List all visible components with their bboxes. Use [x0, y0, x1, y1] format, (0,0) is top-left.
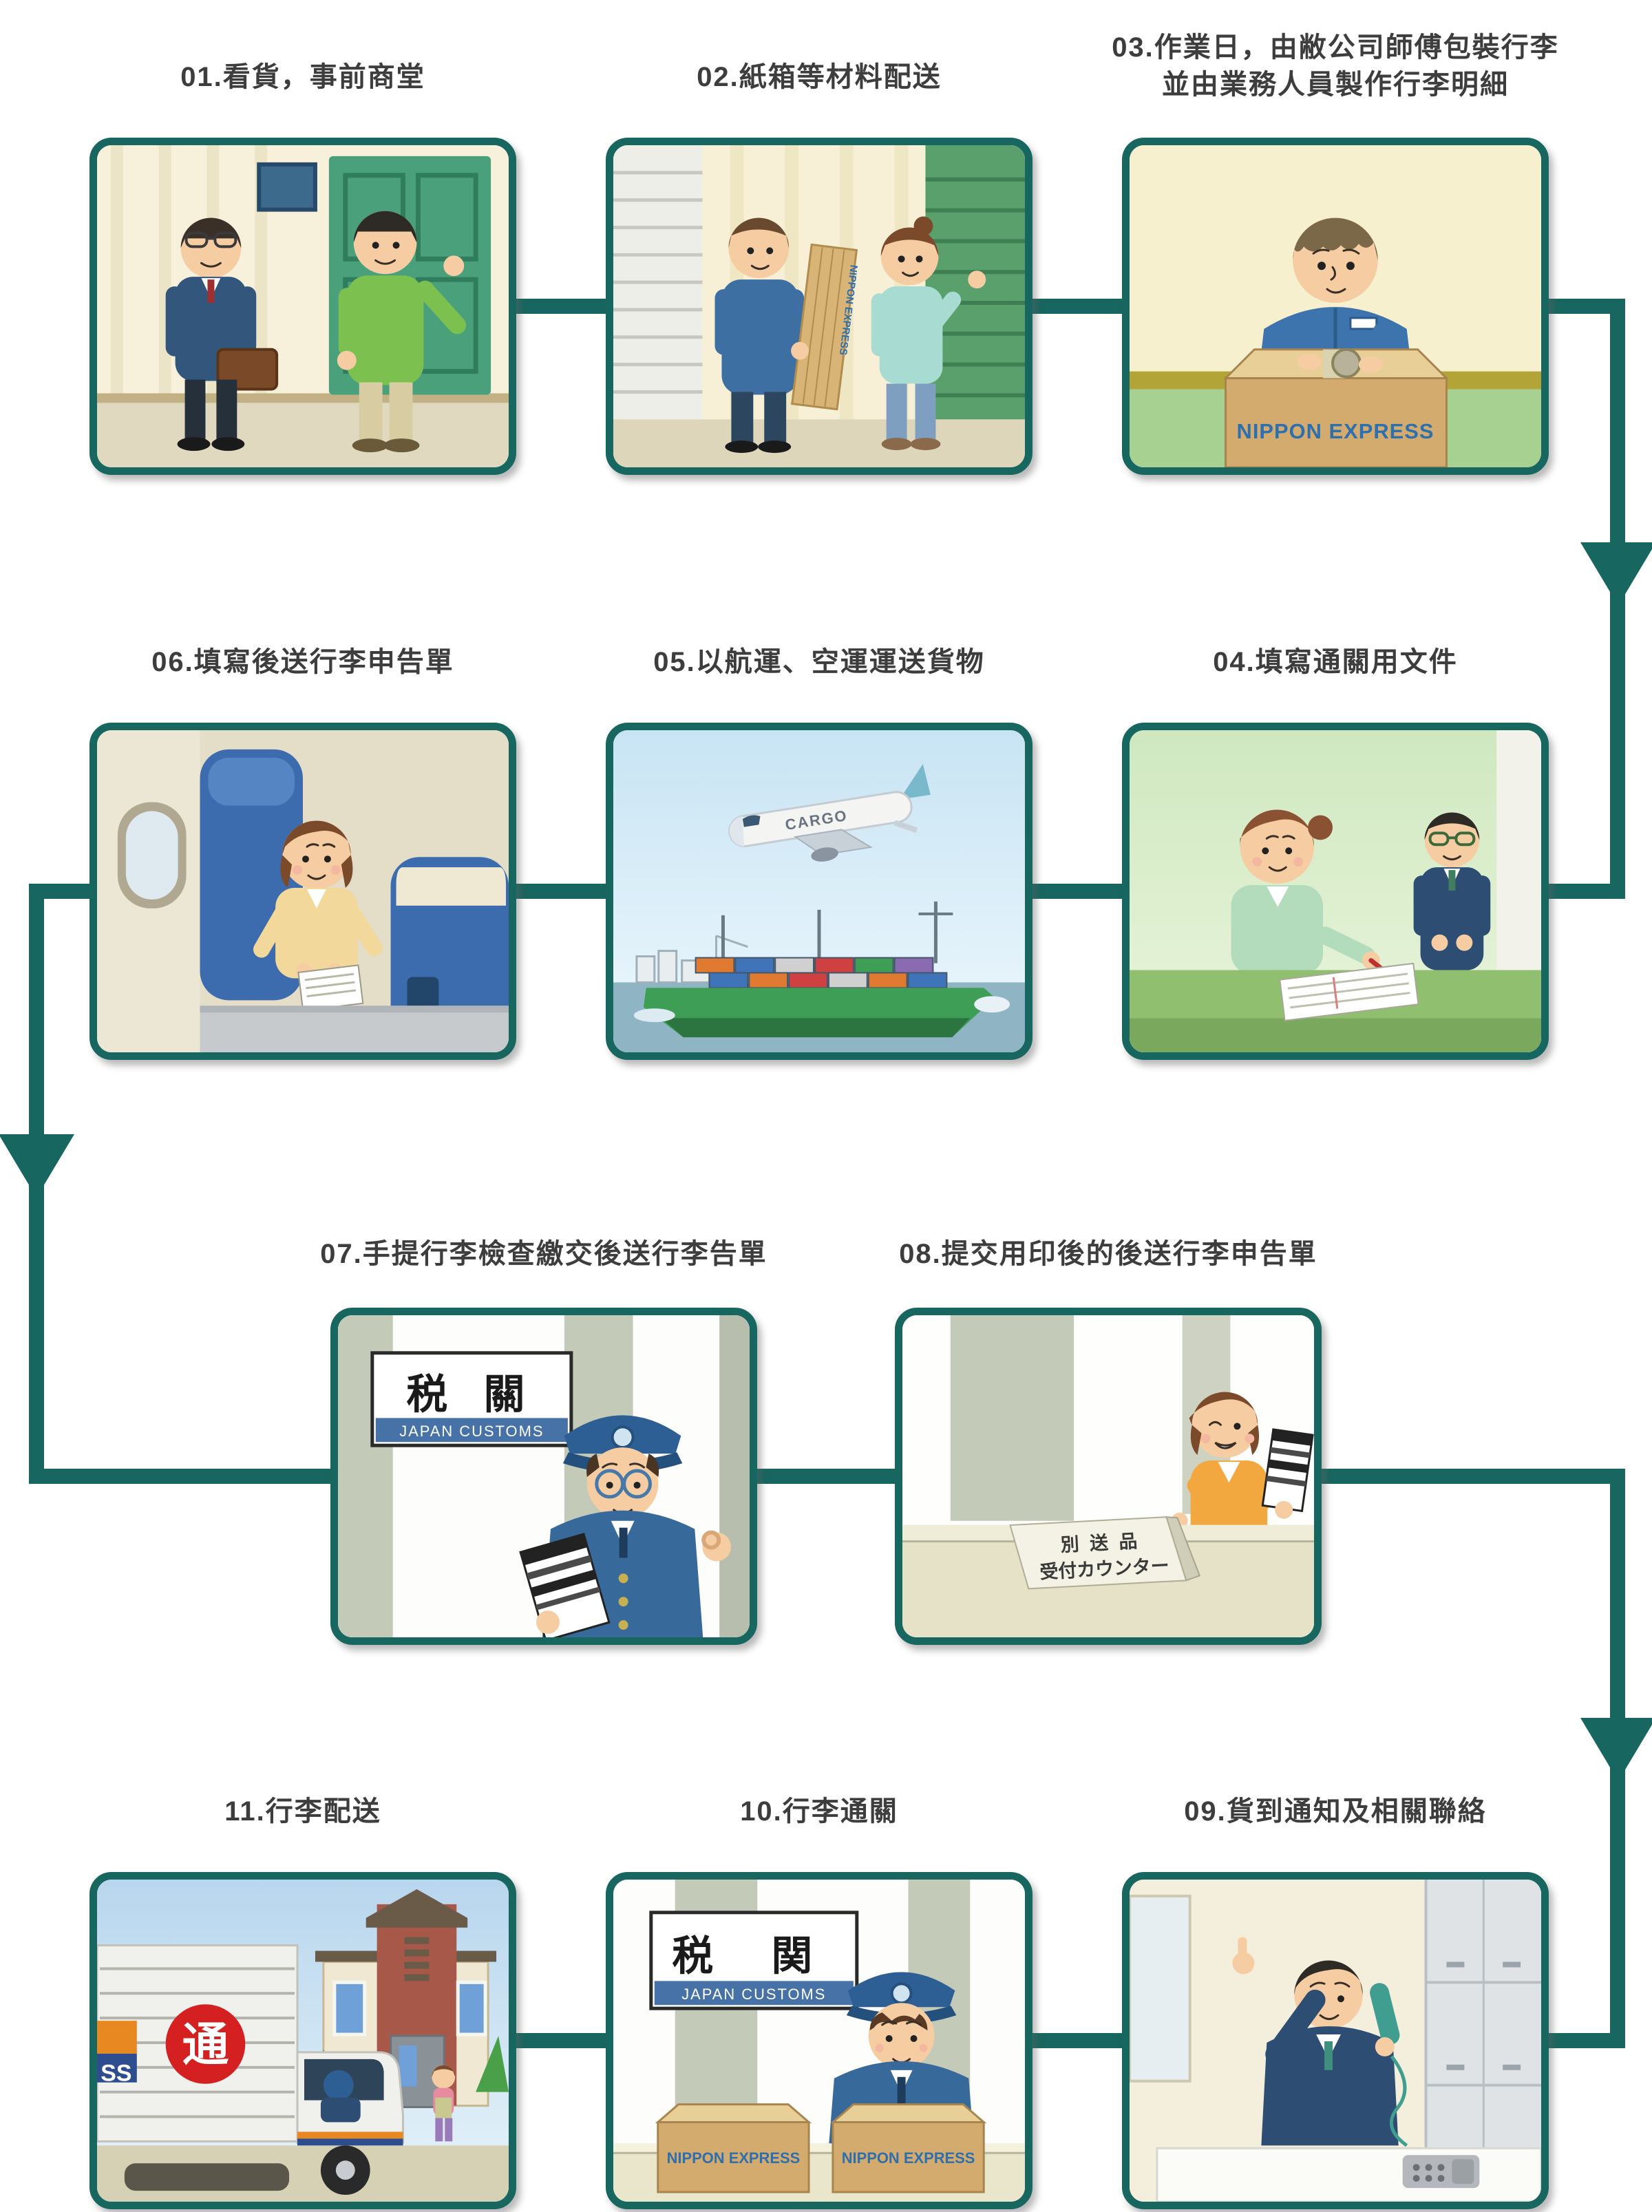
delivery-truck: SS 通	[97, 1944, 405, 2195]
nittsu-mark-text: 通	[182, 2019, 229, 2071]
arrow-down-right-bottom	[1580, 1718, 1652, 1781]
box-brand-text: NIPPON EXPRESS	[1237, 419, 1434, 443]
connector-row4-b	[516, 2033, 606, 2048]
document-stack	[1261, 1428, 1314, 1513]
illustration-step-01	[97, 145, 509, 467]
japan-customs-text: JAPAN CUSTOMS	[399, 1423, 544, 1440]
connector-right-top-h2	[1549, 884, 1625, 899]
cargo-plane: CARGO	[728, 764, 931, 862]
connector-row4-a	[1032, 2033, 1122, 2048]
connector-left-h2	[29, 1469, 330, 1484]
step-08-label: 08.提交用印後的後送行李申告單	[899, 1239, 1317, 1269]
customs-sign: 税 関 JAPAN CUSTOMS	[649, 1911, 859, 2010]
person-green-man	[337, 211, 467, 453]
person-suit-man	[165, 217, 279, 451]
step-04-card	[1122, 723, 1549, 1060]
nippon-express-box-right: NIPPON EXPRESS	[829, 2103, 987, 2193]
illustration-step-04	[1130, 730, 1541, 1052]
step-03-label: 03.作業日，由敝公司師傅包裝行李 並由業務人員製作行李明細	[1094, 29, 1576, 103]
illustration-step-03: NIPPON EXPRESS	[1130, 145, 1541, 467]
step-11-card: SS 通	[89, 1872, 516, 2209]
step-03-label-line1: 03.作業日，由敝公司師傅包裝行李	[1112, 32, 1559, 63]
step-06-label: 06.填寫後送行李申告單	[151, 647, 454, 677]
window	[257, 162, 317, 212]
tray-table	[200, 1006, 509, 1052]
illustration-step-02: NIPPON EXPRESS	[613, 145, 1025, 467]
illustration-step-09	[1130, 1880, 1541, 2202]
illustration-step-11: SS 通	[97, 1880, 509, 2202]
phone-base	[1402, 2155, 1480, 2189]
customs-document	[1279, 962, 1419, 1022]
illustration-step-10: 税 関 JAPAN CUSTOMS	[613, 1880, 1025, 2202]
step-07-card: 税 關 JAPAN CUSTOMS	[330, 1308, 757, 1645]
step-10-label: 10.行李通關	[740, 1796, 898, 1827]
step-06-card	[89, 723, 516, 1060]
arrow-down-right-top	[1580, 542, 1652, 606]
step-04-label: 04.填寫通關用文件	[1213, 647, 1458, 677]
step-11-label: 11.行李配送	[224, 1796, 381, 1827]
step-05-label: 05.以航運、空運運送貨物	[653, 647, 985, 677]
house-window-left	[332, 1980, 367, 2036]
declaration-form	[297, 964, 364, 1012]
box-brand-text: NIPPON EXPRESS	[842, 2149, 975, 2167]
tent-sign-line1: 別 送 品	[1060, 1531, 1141, 1555]
counter-tent-sign: 別 送 品 受付カウンター	[1009, 1516, 1201, 1590]
step-08-card: 別 送 品 受付カウンター	[895, 1308, 1322, 1645]
person-customs-officer	[519, 1415, 732, 1637]
person-writing-woman	[253, 820, 383, 988]
step-03-card: NIPPON EXPRESS	[1122, 138, 1549, 475]
step-10-card: 税 関 JAPAN CUSTOMS	[606, 1872, 1032, 2209]
left-shutter	[613, 145, 703, 467]
customs-sign-text: 税 關	[406, 1371, 537, 1417]
step-03-label-line2: 並由業務人員製作行李明細	[1162, 70, 1509, 100]
person-delivery-man	[714, 217, 805, 454]
illustration-step-08: 別 送 品 受付カウンター	[902, 1315, 1314, 1637]
nittsu-mark-circle	[165, 2004, 246, 2084]
customs-sign: 税 關 JAPAN CUSTOMS	[370, 1351, 573, 1447]
phone-cord	[1390, 2055, 1408, 2147]
person-greeting-woman	[871, 216, 986, 451]
person-standing-man	[1413, 812, 1491, 970]
japan-customs-text: JAPAN CUSTOMS	[681, 1986, 826, 2003]
person-phone-man	[1232, 1937, 1408, 2147]
connector-row1-b	[1032, 299, 1122, 314]
tape-roll	[1331, 348, 1362, 379]
connector-row3	[757, 1469, 895, 1484]
arrow-down-left	[0, 1134, 74, 1198]
step-01-label: 01.看貨，事前商堂	[180, 62, 425, 92]
illustration-step-05: CARGO	[613, 730, 1025, 1052]
connector-right-bottom-h1	[1322, 1469, 1625, 1484]
step-01-card	[89, 138, 516, 475]
connector-right-bottom-h2	[1549, 2033, 1625, 2048]
container-ship	[633, 901, 1010, 1038]
phone-receiver	[1370, 1983, 1400, 2045]
house-window-right	[456, 1980, 487, 2036]
step-07-label: 07.手提行李檢查繳交後送行李告單	[320, 1239, 767, 1269]
cardboard-box: NIPPON EXPRESS	[1222, 348, 1450, 467]
person-writing-woman	[1231, 809, 1393, 978]
connector-row1-a	[516, 299, 606, 314]
connector-right-top-h1	[1549, 299, 1625, 314]
office-window	[1130, 1894, 1192, 2083]
customs-sign-text: 税 関	[672, 1933, 836, 1979]
step-02-card: NIPPON EXPRESS	[606, 138, 1032, 475]
box-brand-text: NIPPON EXPRESS	[667, 2149, 801, 2167]
person-recipient-woman	[432, 2065, 456, 2142]
step-09-card	[1122, 1872, 1549, 2209]
connector-row2-a	[1032, 884, 1122, 899]
truck-letters-text: SS	[100, 2061, 131, 2087]
step-09-label: 09.貨到通知及相關聯絡	[1184, 1796, 1487, 1827]
connector-row2-b	[516, 884, 606, 899]
desk	[1156, 2147, 1541, 2202]
step-05-card: CARGO	[606, 723, 1032, 1060]
nippon-express-box-left: NIPPON EXPRESS	[655, 2103, 812, 2193]
connector-left-h1	[29, 884, 89, 899]
step-02-label: 02.紙箱等材料配送	[697, 62, 942, 92]
illustration-step-07: 税 關 JAPAN CUSTOMS	[338, 1315, 750, 1637]
seat-front-right	[390, 857, 509, 1052]
illustration-step-06	[97, 730, 509, 1052]
